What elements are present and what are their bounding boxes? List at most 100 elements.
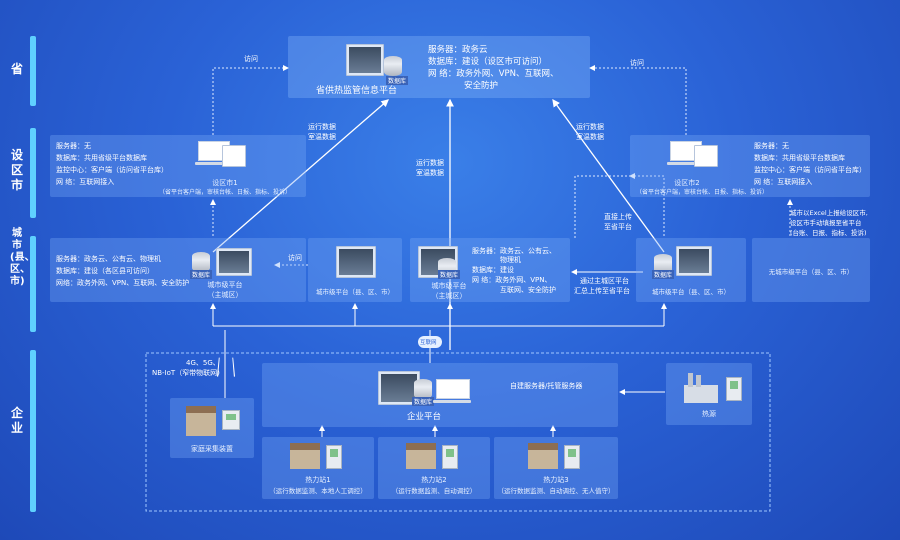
home-device-label: 家庭采集装置 xyxy=(191,445,233,453)
station1-name: 热力站1 xyxy=(305,476,331,484)
home-building-icon xyxy=(186,406,216,436)
cmc-server: 服务器：政务云、公有云、 xyxy=(472,247,556,255)
network-label-2: NB-IoT（窄带物联网） xyxy=(152,369,225,377)
cmc-database: 数据库：建设 xyxy=(472,266,514,274)
dc1-database: 数据库：共用省级平台数据库 xyxy=(56,154,147,162)
tier-label-city: 城市(县、区、市) xyxy=(10,228,35,287)
cr-db-icon xyxy=(654,254,672,274)
station3-name: 热力站3 xyxy=(543,476,569,484)
internet-label: 互联网 xyxy=(420,340,437,346)
excel-note-1: 城市以Excel上报给设区市, xyxy=(790,209,868,217)
direct-upload-label: 直接上传 xyxy=(604,213,632,221)
ep-self-server: 自建服务器/托管服务器 xyxy=(510,382,583,390)
right-to-district2 xyxy=(629,173,665,236)
station2-desc: （运行数据监测、自动调控） xyxy=(391,487,477,495)
excel-note-3: (台账、日报、指标、投诉) xyxy=(790,229,867,237)
province-database: 数据库：建设（设区市可访问） xyxy=(428,57,548,67)
tier-bar-enterprise xyxy=(30,350,36,512)
ep-monitor-icon xyxy=(378,371,420,405)
internet-cloud-icon xyxy=(418,336,442,348)
access-label-top-right: 访问 xyxy=(630,59,644,67)
ep-laptop-icon xyxy=(432,379,472,403)
dc2-database: 数据库：共用省级平台数据库 xyxy=(754,154,845,162)
access-mid-left-label: 访问 xyxy=(288,254,302,262)
excel-note-2: 设区市手动填报至省平台 xyxy=(790,219,862,227)
province-network2: 安全防护 xyxy=(464,81,499,91)
cmc-db-label: 数据库 xyxy=(438,270,461,279)
province-monitor xyxy=(346,44,384,76)
cnp-name: 无城市级平台（县、区、市） xyxy=(768,268,854,276)
station3-desc: （运行数据监测、自动调控、无人值守） xyxy=(497,487,615,495)
cml-network: 网络：政务外网、VPN、互联网、安全防护 xyxy=(56,279,190,287)
cr-db-label: 数据库 xyxy=(652,270,675,279)
cmc-sub: （主城区） xyxy=(431,292,467,300)
province-title: 省供热监管信息平台 xyxy=(316,86,398,96)
province-platform-box[interactable]: 数据库 省供热监管信息平台 服务器：政务云 数据库：建设（设区市可访问） 网 络… xyxy=(288,36,590,98)
province-db-label: 数据库 xyxy=(386,76,409,85)
station3-building-icon xyxy=(528,443,558,469)
dc2-monitor: 监控中心：客户端（访问省平台库） xyxy=(754,166,866,174)
dc1-network: 网 络：互联网接入 xyxy=(56,178,115,186)
cmc-network: 网 络：政务外网、VPN、 xyxy=(472,276,552,284)
dc2-name: 设区市2 xyxy=(674,179,700,187)
tier-bar-province xyxy=(30,36,36,106)
cmc-network2: 互联网、安全防护 xyxy=(500,286,556,294)
heat-station-2-box[interactable]: 热力站2 （运行数据监测、自动调控） xyxy=(378,437,490,499)
cpl-monitor-icon xyxy=(336,246,376,278)
cmc-name: 城市级平台 xyxy=(431,282,467,290)
station1-meter-icon xyxy=(326,445,342,469)
enterprise-platform-box[interactable]: 数据库 企业平台 自建服务器/托管服务器 xyxy=(262,363,618,427)
via-main-city-label: 通过主城区平台 xyxy=(580,277,629,285)
dc1-monitor: 监控中心：客户端（访问省平台库） xyxy=(56,166,168,174)
heat-station-1-box[interactable]: 热力站1 （运行数据监测、本地人工调控） xyxy=(262,437,374,499)
cmc-server2: 物理机 xyxy=(500,256,521,264)
via-main-city-label2: 汇总上传至省平台 xyxy=(574,287,630,295)
city-main-left-box[interactable]: 服务器：政务云、公有云、物理机 数据库：建设（各区县可访问） 网络：政务外网、V… xyxy=(50,238,306,302)
station2-name: 热力站2 xyxy=(421,476,447,484)
district-city-2-box[interactable]: 设区市2 （省平台客户端，审核台帐、日报、指标、投诉） 服务器：无 数据库：共用… xyxy=(630,135,870,197)
run-data-center2: 室温数据 xyxy=(416,169,444,177)
city-right-box[interactable]: 数据库 城市级平台（县、区、市） xyxy=(636,238,746,302)
cml-db-label: 数据库 xyxy=(190,270,213,279)
network-label-1: 4G、5G、 xyxy=(186,359,220,367)
heat-source-label: 热源 xyxy=(702,410,716,418)
mid-right-dashed xyxy=(574,175,630,238)
arrow-left-to-province xyxy=(212,99,389,253)
cr-monitor-icon xyxy=(676,246,712,276)
heat-source-box[interactable]: 热源 xyxy=(666,363,752,425)
city-plain-left-box[interactable]: 城市级平台（县、区、市） xyxy=(308,238,402,302)
heat-station-3-box[interactable]: 热力站3 （运行数据监测、自动调控、无人值守） xyxy=(494,437,618,499)
heat-source-factory-icon xyxy=(684,373,718,403)
home-meter-icon xyxy=(222,410,240,430)
station2-building-icon xyxy=(406,443,436,469)
dc1-server: 服务器：无 xyxy=(56,142,91,150)
ep-db-label: 数据库 xyxy=(412,397,435,406)
cpl-name: 城市级平台（县、区、市） xyxy=(316,288,394,296)
dc2-monitor-icon xyxy=(694,145,718,167)
home-device-box[interactable]: 家庭采集装置 xyxy=(170,398,254,458)
access-label-top-left: 访问 xyxy=(244,55,258,63)
station3-meter-icon xyxy=(564,445,580,469)
heat-source-meter-icon xyxy=(726,377,742,401)
enterprise-border xyxy=(145,352,771,512)
station1-desc: （运行数据监测、本地人工调控） xyxy=(269,487,367,495)
province-db-icon xyxy=(384,56,402,76)
city-no-platform-box[interactable]: 无城市级平台（县、区、市） xyxy=(752,238,870,302)
run-data-right2: 室温数据 xyxy=(576,133,604,141)
city-main-center-box[interactable]: 数据库 城市级平台 （主城区） 服务器：政务云、公有云、 物理机 数据库：建设 … xyxy=(410,238,570,302)
cml-db-icon xyxy=(192,252,210,272)
cml-database: 数据库：建设（各区县可访问） xyxy=(56,267,154,275)
dc1-monitor-icon xyxy=(222,145,246,167)
district-city-1-box[interactable]: 服务器：无 数据库：共用省级平台数据库 监控中心：客户端（访问省平台库） 网 络… xyxy=(50,135,306,197)
access-left xyxy=(212,65,289,135)
tier-label-enterprise: 企业 xyxy=(10,406,23,435)
cml-sub: （主城区） xyxy=(207,291,243,299)
tier-bar-city xyxy=(30,236,36,332)
dc2-desc: （省平台客户端，审核台帐、日报、指标、投诉） xyxy=(635,189,768,196)
cml-monitor-icon xyxy=(216,248,252,276)
dc1-desc: （省平台客户端，审核台帐、日报、指标、投诉） xyxy=(158,189,291,196)
run-data-center: 运行数据 xyxy=(416,159,444,167)
run-data-left: 运行数据 xyxy=(308,123,336,131)
station2-meter-icon xyxy=(442,445,458,469)
